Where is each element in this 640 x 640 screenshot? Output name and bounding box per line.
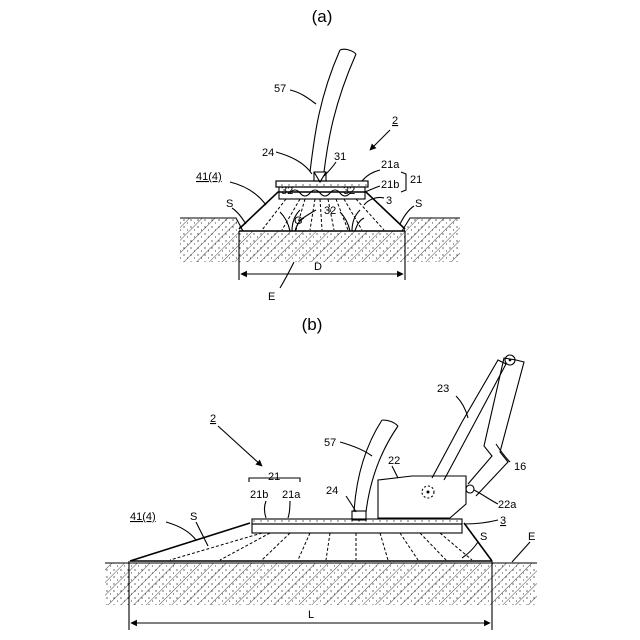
grass-a [280, 210, 364, 231]
label-l: L [308, 609, 314, 621]
label-s-right: S [415, 198, 422, 210]
arm-16 [468, 355, 524, 496]
label-21: 21 [410, 174, 422, 186]
housing-22 [378, 476, 474, 518]
figure-a: (a) [180, 7, 460, 303]
body-21-b [252, 519, 462, 533]
label-32-right: 32 [343, 185, 355, 197]
label-57: 57 [274, 83, 286, 95]
label-41-4: 41(4) [130, 511, 156, 523]
label-2: 2 [392, 115, 398, 127]
label-d: D [314, 261, 322, 273]
label-24: 24 [326, 485, 338, 497]
figure-b-caption: (b) [302, 315, 323, 334]
label-e: E [268, 291, 275, 303]
label-32-mid: 32 [324, 205, 336, 217]
label-16: 16 [514, 461, 526, 473]
label-23: 23 [437, 383, 449, 395]
label-41-4: 41(4) [196, 171, 222, 183]
figure-a-caption: (a) [312, 7, 333, 26]
label-3: 3 [386, 195, 392, 207]
label-g: G [294, 215, 303, 227]
ground-a [180, 218, 460, 262]
label-21: 21 [268, 471, 280, 483]
hose-57-b [352, 420, 398, 520]
ground-b [105, 563, 537, 605]
label-s-right: S [480, 531, 487, 543]
spray-b [170, 533, 472, 560]
label-22: 22 [388, 455, 400, 467]
label-21b: 21b [250, 489, 268, 501]
cylinder-23 [432, 360, 506, 480]
label-s-left: S [190, 511, 197, 523]
label-3: 3 [500, 515, 506, 527]
label-57: 57 [324, 437, 336, 449]
label-s-left: S [226, 198, 233, 210]
label-32-left: 32 [281, 185, 293, 197]
hose-57-a [310, 49, 356, 182]
label-21a: 21a [282, 489, 301, 501]
label-2: 2 [210, 413, 216, 425]
label-e: E [528, 531, 535, 543]
label-21b: 21b [381, 179, 399, 191]
label-22a: 22a [498, 499, 517, 511]
figure-b: (b) [105, 315, 537, 630]
label-24: 24 [262, 147, 274, 159]
label-21a: 21a [381, 159, 400, 171]
label-31: 31 [334, 151, 346, 163]
